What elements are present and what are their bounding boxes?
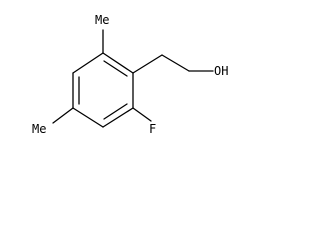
ring-double-bond-2 [103, 103, 128, 120]
benzene-ring [72, 52, 134, 128]
label-fluorine: F [149, 122, 156, 136]
ring-bond-6 [72, 52, 104, 74]
ring-bond-1 [102, 52, 134, 74]
ring-double-bond-1 [103, 60, 128, 77]
bond-methyl-left [52, 107, 74, 124]
molecule-diagram: Me Me OH F [32, 13, 228, 136]
bond-ring-ch2 [132, 54, 163, 74]
bond-ch2-o [161, 54, 190, 72]
bond-fluorine [132, 107, 152, 122]
label-methyl-left: Me [32, 122, 46, 136]
ring-bond-4 [72, 107, 104, 128]
ring-bond-3 [102, 107, 134, 128]
label-methyl-top: Me [95, 13, 109, 27]
label-hydroxyl: OH [214, 64, 228, 78]
